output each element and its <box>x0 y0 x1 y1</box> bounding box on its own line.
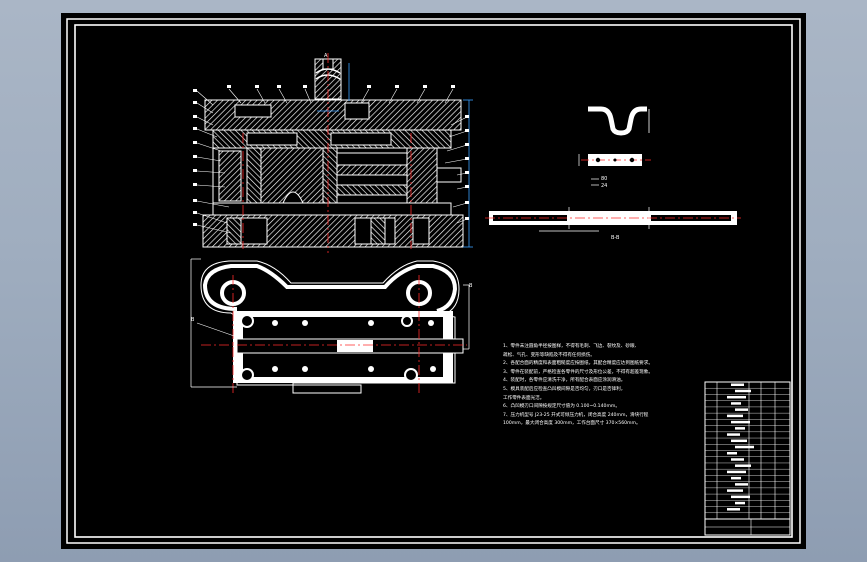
note-line: 疏松、气孔、变形等缺陷及不得有任何损伤。 <box>503 352 595 358</box>
title-block-text <box>731 495 750 499</box>
title-block-text <box>727 395 746 399</box>
front-section-view <box>193 53 473 253</box>
part-dimension-1: 80 <box>601 176 608 182</box>
title-block-text <box>735 483 748 486</box>
title-block-text <box>735 501 745 505</box>
note-line: 3、零件在装配前，严格检查各零件的尺寸及形位公差，不得有超差现象。 <box>503 369 653 375</box>
title-block-text <box>731 383 744 386</box>
title-block-text <box>731 439 747 443</box>
title-block-text <box>727 433 740 436</box>
section-label-b-top: B <box>469 283 473 289</box>
inner-frame <box>74 24 793 538</box>
technical-requirements: 1、零件未注圆角半径按图样，不得有毛刺、飞边、裂纹及、砂眼、疏松、气孔、变形等缺… <box>503 343 693 429</box>
punch-profile <box>260 147 324 204</box>
die-plate <box>212 202 452 216</box>
title-block-text <box>731 420 750 424</box>
note-line: 工作零件表面光洁。 <box>503 395 545 401</box>
title-block-text <box>727 452 737 455</box>
strip-layout <box>485 207 741 232</box>
title-block-text <box>727 508 740 511</box>
note-line: 4、装配时，各零件应清洗干净，所有配合表面应涂润滑油。 <box>503 378 626 384</box>
part-profile <box>588 106 647 136</box>
strip-caption: B-B <box>611 235 620 241</box>
title-block-text <box>735 427 745 430</box>
part-dimension-2: 24 <box>601 183 608 189</box>
title-block-text <box>727 489 743 492</box>
title-block-text <box>727 470 746 474</box>
title-block-text <box>731 458 744 461</box>
title-block-text <box>731 476 741 480</box>
section-label-b-left: B <box>191 317 195 323</box>
part-view <box>578 106 651 186</box>
section-label-a: A <box>324 53 328 59</box>
note-line: 2、各配合面的精度和表面粗糙度应按图纸，其配合精度应达到图纸要求。 <box>503 361 653 367</box>
title-block-text <box>735 464 751 467</box>
title-block-text <box>735 408 748 411</box>
title-block-text <box>735 445 754 449</box>
title-block-text <box>731 402 741 405</box>
note-line: 100mm，最大闭合高度 300mm，工作台面尺寸 370×560mm。 <box>503 421 641 427</box>
plan-view <box>190 258 470 394</box>
note-line: 1、零件未注圆角半径按图样，不得有毛刺、飞边、裂纹及、砂眼、 <box>503 344 640 349</box>
note-line: 5、模具装配后应检查凸凹模间隙是否均匀，刃口是否锋利， <box>503 386 626 392</box>
title-block-text <box>735 389 751 393</box>
outer-frame <box>66 18 801 544</box>
note-line: 6、凸凹模刃口间隙按规定尺寸值为 0.100~0.140mm。 <box>503 404 620 410</box>
engineering-drawing <box>66 18 801 544</box>
title-block <box>704 381 791 536</box>
note-line: 7、压力机型号 J23-25 开式可倾压力机，闭合高度 240mm，滑块行程 <box>503 412 649 418</box>
title-block-text <box>727 414 743 418</box>
cad-viewport[interactable]: B B A B-B 80 24 1、零件未注圆角半径按图样，不得有毛刺、飞边、裂… <box>61 13 806 549</box>
